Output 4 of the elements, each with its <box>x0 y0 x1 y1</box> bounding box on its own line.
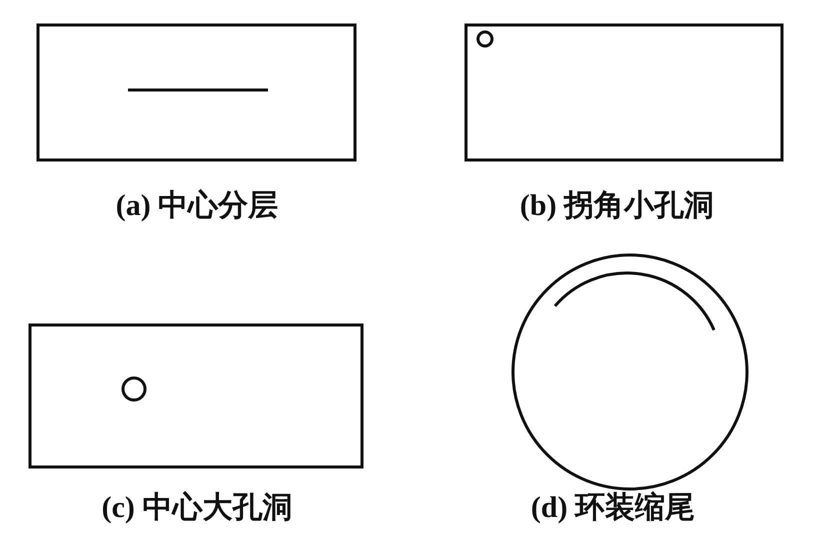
figure-caption: (a) 中心分层 <box>116 188 278 224</box>
figure-caption: (c) 中心大孔洞 <box>102 490 292 526</box>
figure-caption: (b) 拐角小孔洞 <box>520 188 714 224</box>
figure-caption: (d) 环装缩尾 <box>530 490 696 526</box>
